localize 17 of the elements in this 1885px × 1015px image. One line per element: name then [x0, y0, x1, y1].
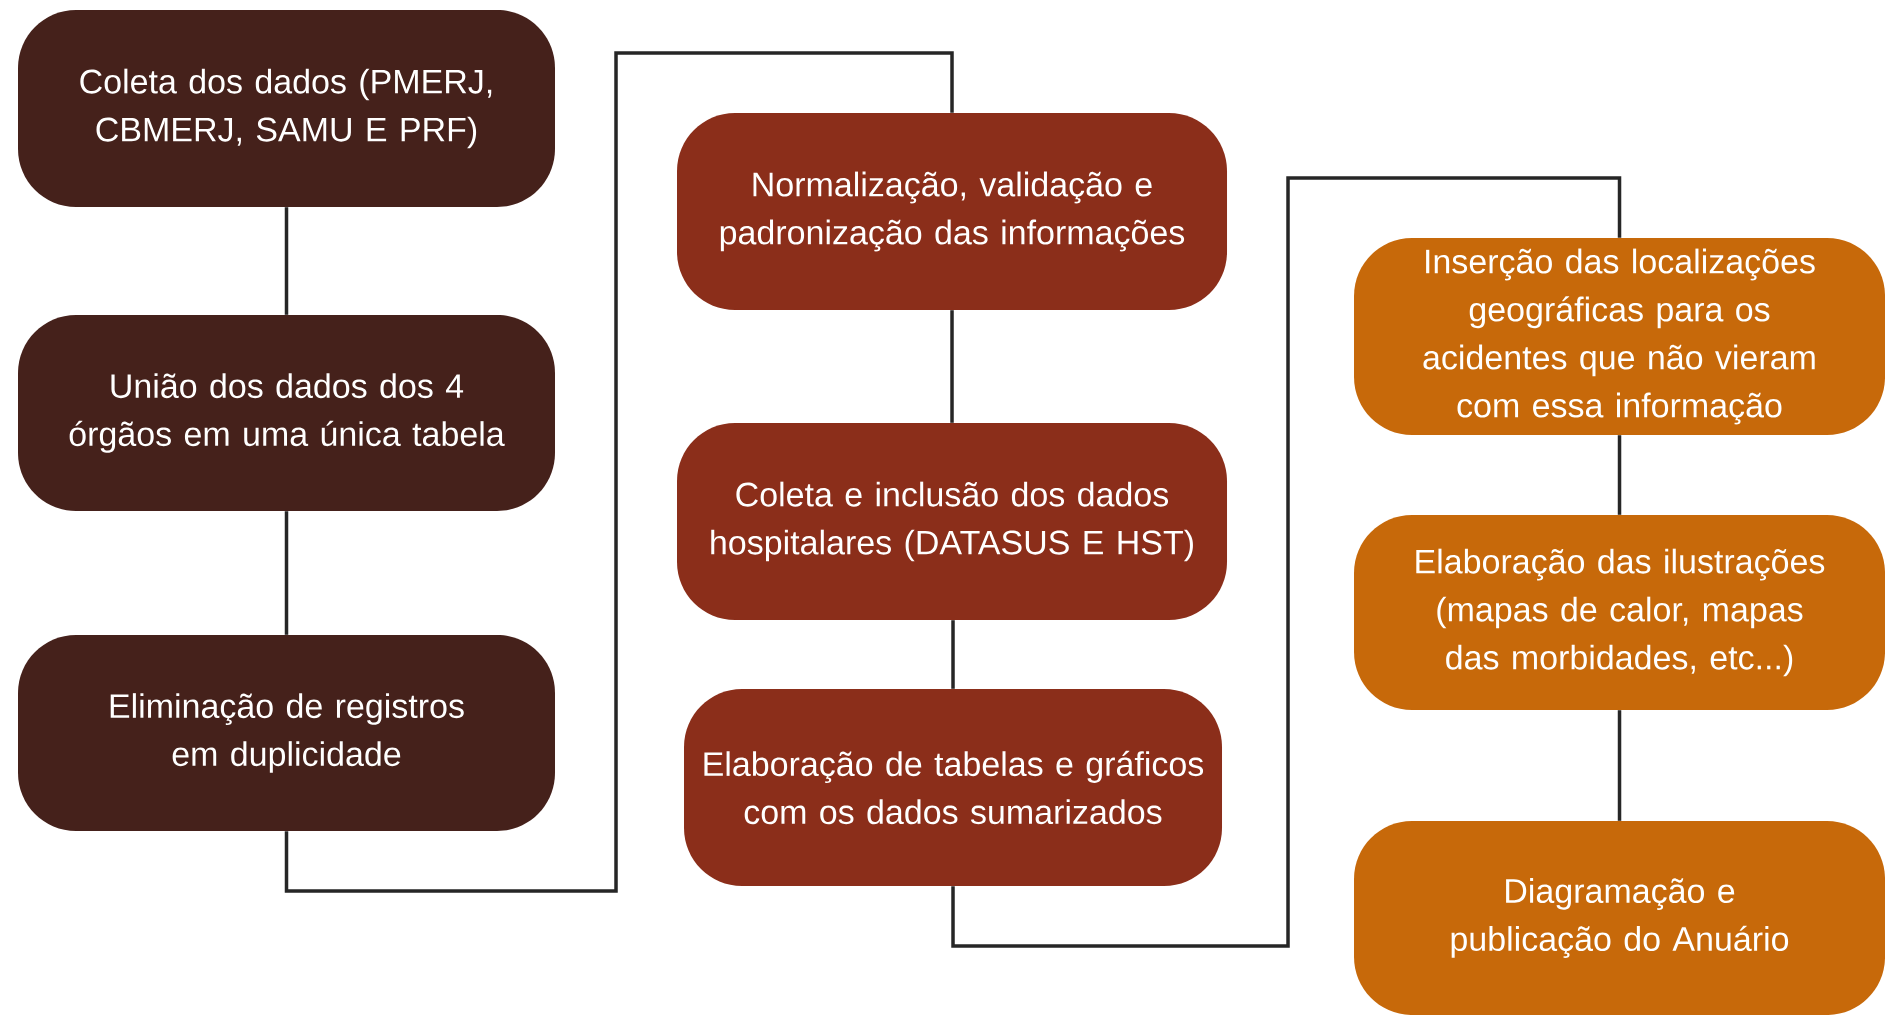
process-box: Elaboração das ilustrações (mapas de calor, mapas das morbidades, etc...) [1354, 515, 1885, 710]
process-box: União dos dados dos 4 órgãos em uma única tabela [18, 315, 555, 511]
connector-line [284, 51, 954, 893]
process-box: Normalização, validação e padronização das informações [677, 113, 1227, 310]
connector-line [951, 620, 955, 689]
process-box: Eliminação de registros em duplicidade [18, 635, 555, 831]
process-box: Elaboração de tabelas e gráficos com os dados sumarizados [684, 689, 1222, 886]
connector-line [951, 176, 1622, 948]
process-box: Inserção das localizações geográficas para os acidentes que não vieram com essa informação [1354, 238, 1885, 435]
connector-line [1617, 710, 1622, 821]
connector-line [950, 310, 954, 423]
process-box: Coleta dos dados (PMERJ, CBMERJ, SAMU E PRF) [18, 10, 555, 207]
process-box: Coleta e inclusão dos dados hospitalares (DATASUS E HST) [677, 423, 1227, 620]
connector-line [284, 511, 289, 635]
connector-line [284, 207, 289, 315]
connector-line [1617, 435, 1622, 515]
process-box: Diagramação e publicação do Anuário [1354, 821, 1885, 1015]
